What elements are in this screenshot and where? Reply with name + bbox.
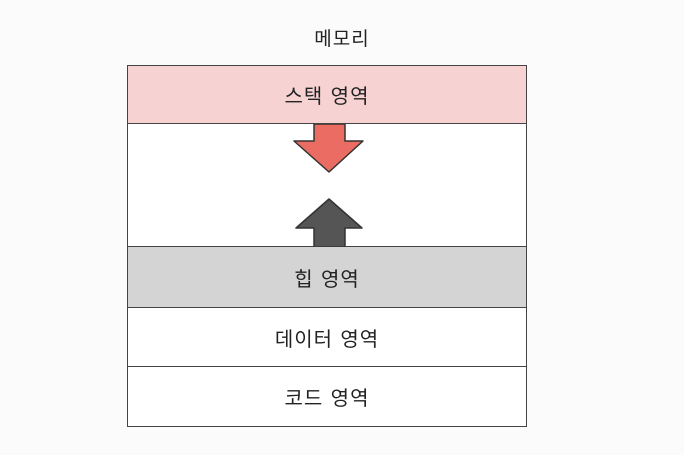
diagram-title: 메모리: [314, 28, 370, 50]
free-space-segment: [128, 124, 526, 247]
growth-arrows: [293, 124, 364, 247]
heap-growth-arrow: [295, 198, 363, 247]
heap-segment-label: 힙 영역: [294, 266, 360, 291]
heap-segment: 힙 영역: [128, 247, 526, 308]
data-segment-label: 데이터 영역: [274, 326, 380, 351]
data-segment: 데이터 영역: [128, 308, 526, 367]
code-segment: 코드 영역: [128, 367, 526, 426]
stack-segment-label: 스택 영역: [284, 84, 370, 108]
stack-growth-arrow: [293, 124, 364, 173]
code-segment-label: 코드 영역: [284, 386, 370, 410]
memory-block: 스택 영역 힙 영역 데이터 영역 코드 영역: [127, 65, 527, 427]
stack-segment: 스택 영역: [128, 66, 526, 124]
